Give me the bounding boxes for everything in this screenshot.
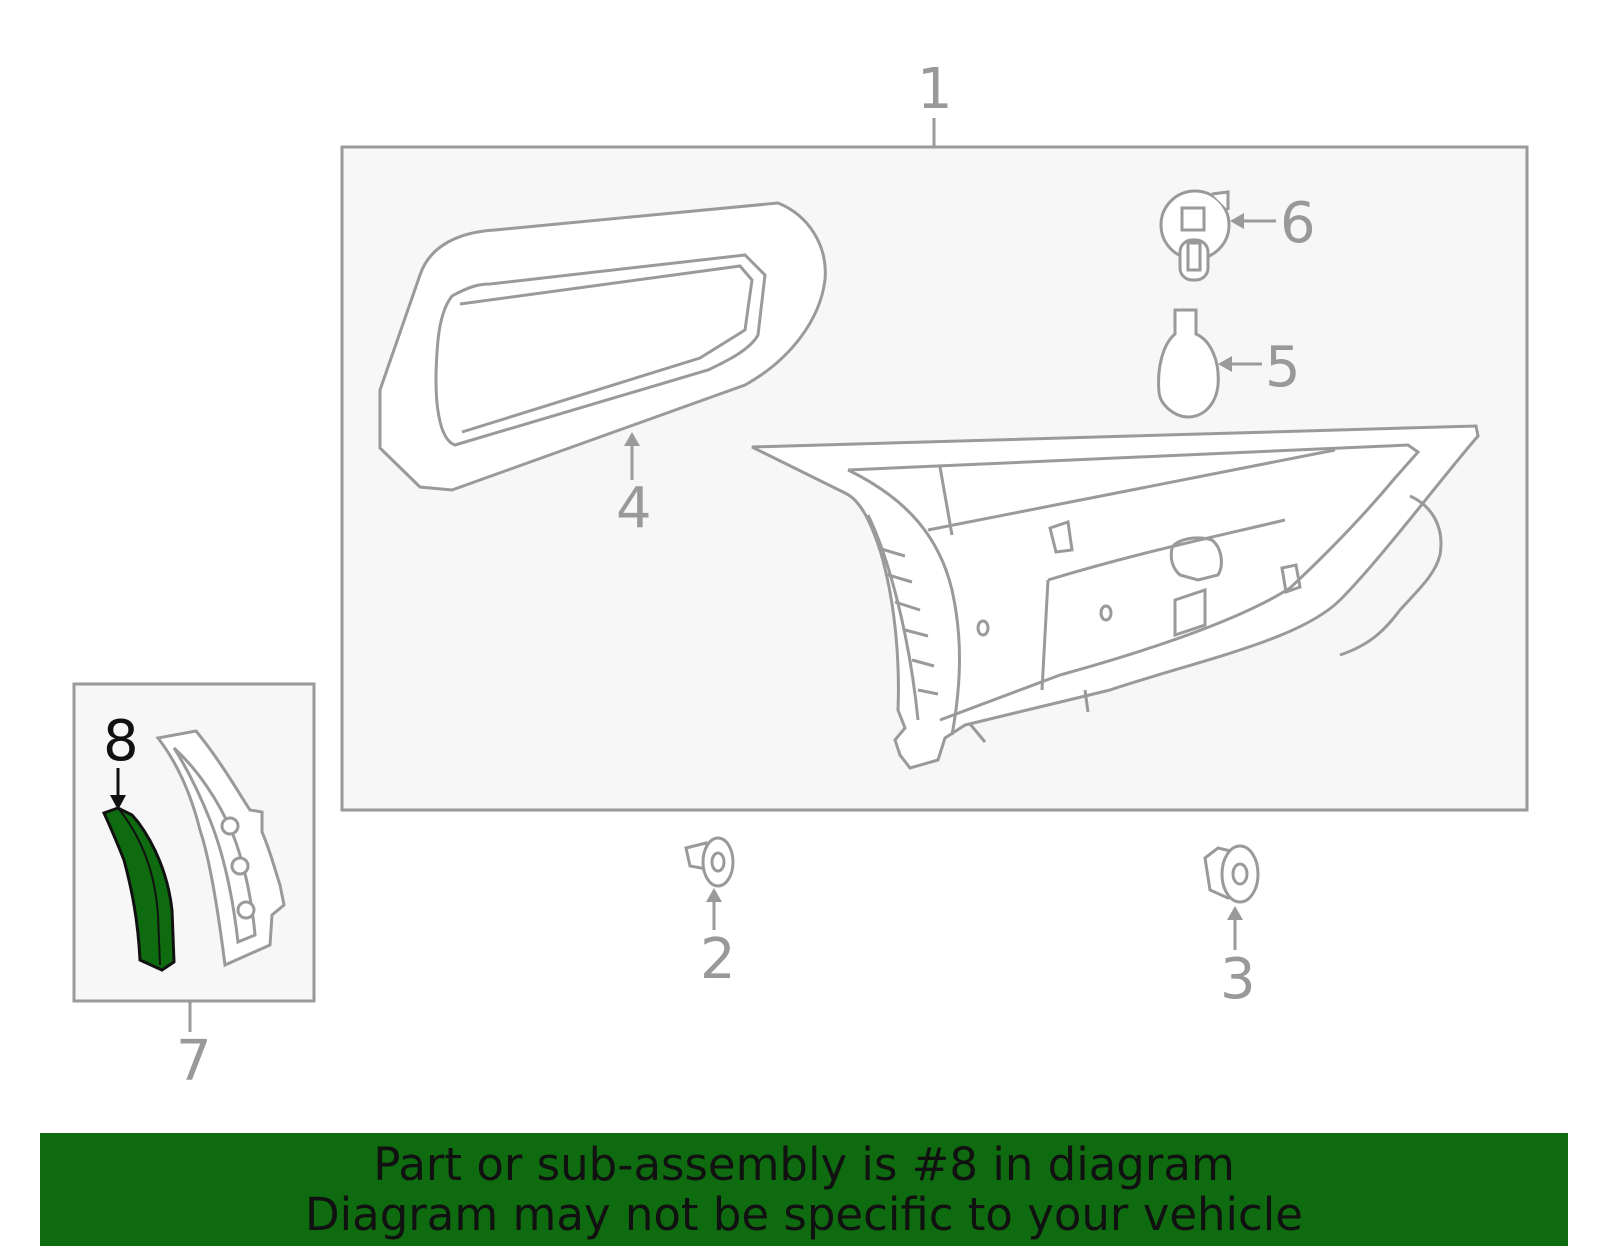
part-2-screw <box>684 836 735 888</box>
arrowhead-6 <box>1230 213 1244 229</box>
callout-1[interactable]: 1 <box>917 57 953 122</box>
part-5-bulb <box>1157 308 1220 419</box>
part-7-reflector <box>155 729 286 968</box>
info-banner: Part or sub-assembly is #8 in diagram Di… <box>40 1133 1568 1246</box>
arrowhead-8 <box>110 795 126 810</box>
callout-3[interactable]: 3 <box>1220 947 1256 1012</box>
arrowhead-5 <box>1218 356 1232 372</box>
part-3-nut <box>1203 844 1260 904</box>
banner-line-1: Part or sub-assembly is #8 in diagram <box>373 1137 1235 1191</box>
part-4-gasket <box>378 201 827 492</box>
part-8-edge <box>117 807 161 966</box>
part-6-socket <box>1159 189 1231 282</box>
callout-8[interactable]: 8 <box>103 709 139 774</box>
banner-line-2: Diagram may not be specific to your vehi… <box>305 1187 1303 1241</box>
arrowhead-3 <box>1227 906 1243 920</box>
part-8-highlighted[interactable] <box>101 806 176 972</box>
callout-5[interactable]: 5 <box>1265 335 1301 400</box>
callout-7[interactable]: 7 <box>176 1029 212 1094</box>
callout-4[interactable]: 4 <box>616 476 652 541</box>
part-1-housing <box>751 424 1480 770</box>
callout-6[interactable]: 6 <box>1280 191 1316 256</box>
callout-2[interactable]: 2 <box>700 927 736 992</box>
arrowhead-2 <box>706 888 722 902</box>
arrowhead-4 <box>624 432 640 446</box>
